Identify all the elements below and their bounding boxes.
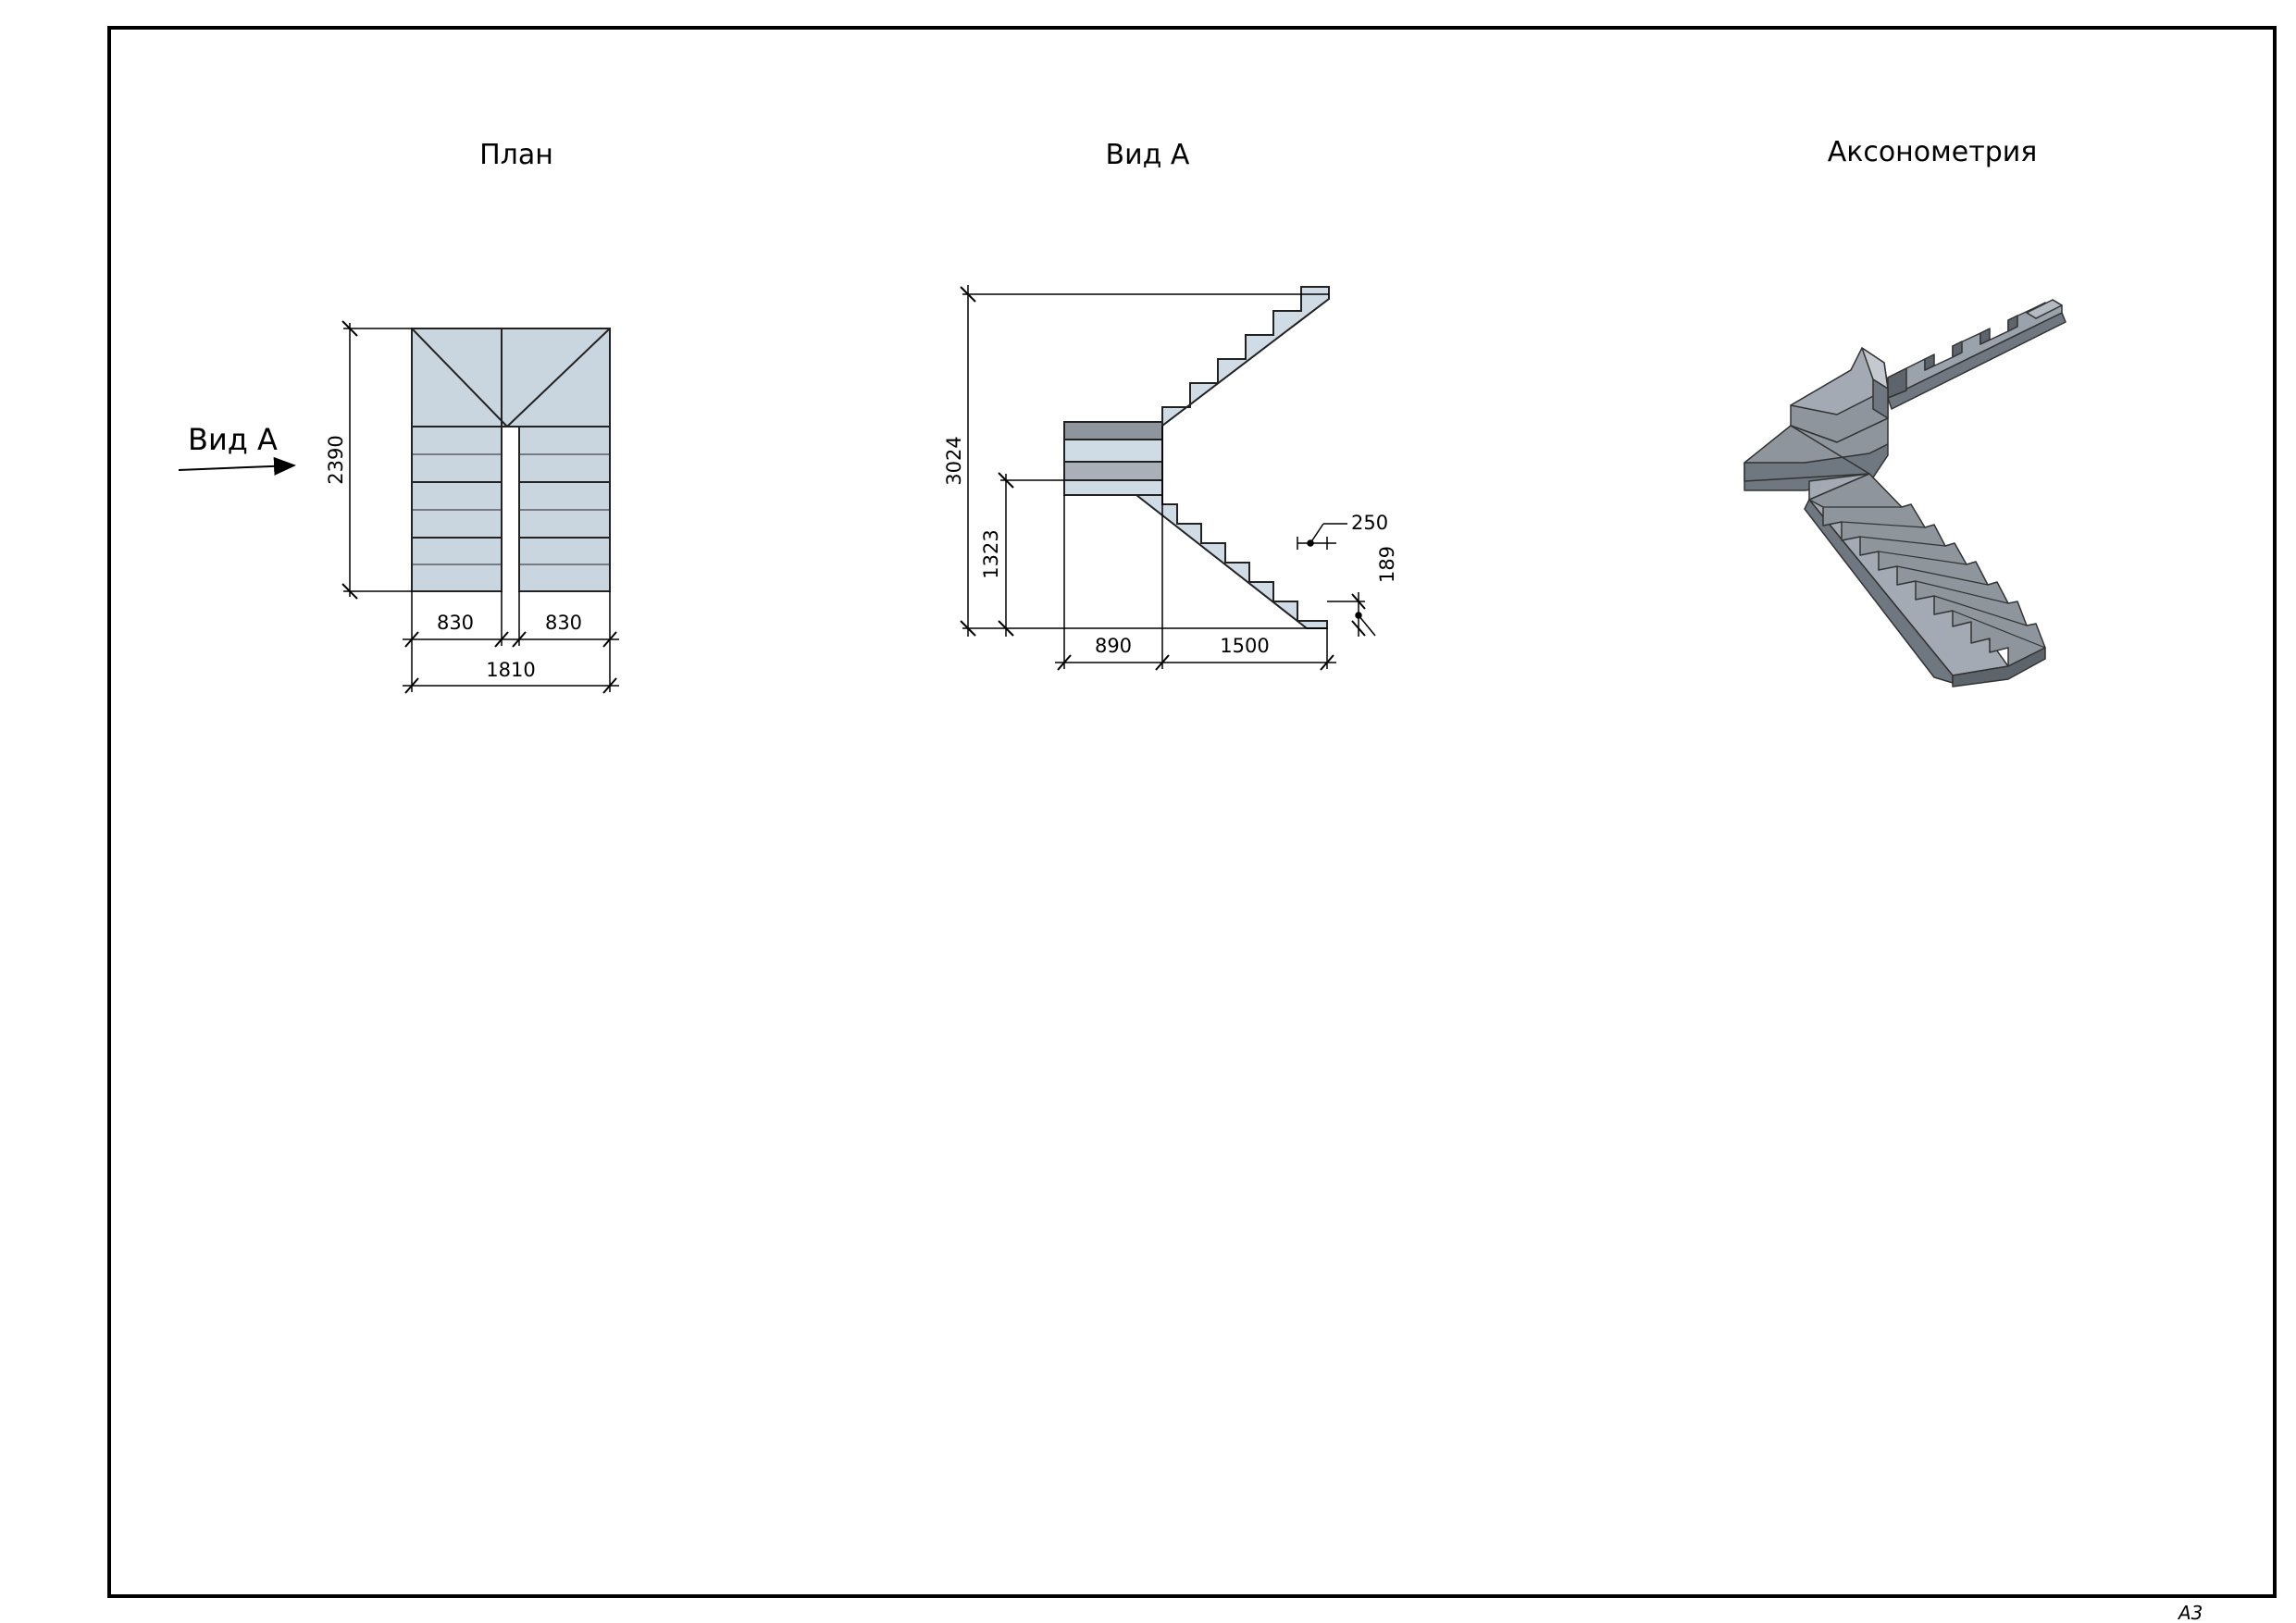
plan-dim-height-label: 2390 bbox=[325, 435, 347, 484]
plan-flight-right bbox=[518, 426, 611, 592]
view-a-dim-riser-label: 189 bbox=[1376, 546, 1398, 583]
view-a-dim-tread bbox=[1297, 523, 1347, 550]
view-a-dim-lengths bbox=[1055, 426, 1336, 671]
plan-winder-line bbox=[411, 328, 508, 427]
plan-dim-widths bbox=[403, 591, 619, 648]
view-a-title: Вид А bbox=[1106, 139, 1190, 171]
view-a-dim-tread-label: 250 bbox=[1351, 512, 1388, 534]
plan-view-arrow-label: Вид А bbox=[188, 422, 278, 457]
axo-upper-landing bbox=[1790, 347, 1889, 443]
plan-landing bbox=[411, 328, 611, 427]
plan-flight-left bbox=[411, 426, 503, 592]
axo-upper-flight bbox=[1887, 299, 2066, 410]
landing-block bbox=[1063, 421, 1163, 496]
axo-lower-flight bbox=[1804, 473, 2046, 688]
lower-flight-side bbox=[1134, 494, 1328, 629]
view-a-dim-landing-height-label: 1323 bbox=[980, 529, 1002, 578]
view-a-dim-landing-length-label: 890 bbox=[1095, 635, 1132, 657]
plan-dim-total-label: 1810 bbox=[486, 659, 535, 681]
plan-dim-height bbox=[341, 320, 412, 600]
axonometry-title: Аксонометрия bbox=[1828, 136, 2038, 168]
view-a-dim-flight-length-label: 1500 bbox=[1220, 635, 1269, 657]
view-a-dim-total-height bbox=[960, 285, 1329, 637]
view-a-dim-total-height-label: 3024 bbox=[943, 436, 965, 485]
view-a-dim-riser bbox=[1327, 592, 1376, 637]
plan-dim-total bbox=[403, 646, 619, 694]
upper-flight-side bbox=[1161, 286, 1330, 428]
view-a-dim-landing-height bbox=[998, 472, 1064, 637]
view-a: Вид А 3024 1323 bbox=[943, 139, 1398, 671]
plan-dim-left-width-label: 830 bbox=[437, 612, 474, 634]
view-a-arrow bbox=[178, 456, 296, 476]
plan-step-lines bbox=[412, 453, 610, 565]
plan-winder-line bbox=[506, 328, 611, 427]
axonometry-view: Аксонометрия bbox=[1744, 136, 2066, 688]
plan-title: План bbox=[479, 139, 553, 171]
plan-view: План Вид А bbox=[178, 139, 619, 694]
plan-dim-right-width-label: 830 bbox=[545, 612, 582, 634]
sheet-format-label: А3 bbox=[2177, 1602, 2203, 1623]
sheet-frame bbox=[107, 26, 2277, 1598]
